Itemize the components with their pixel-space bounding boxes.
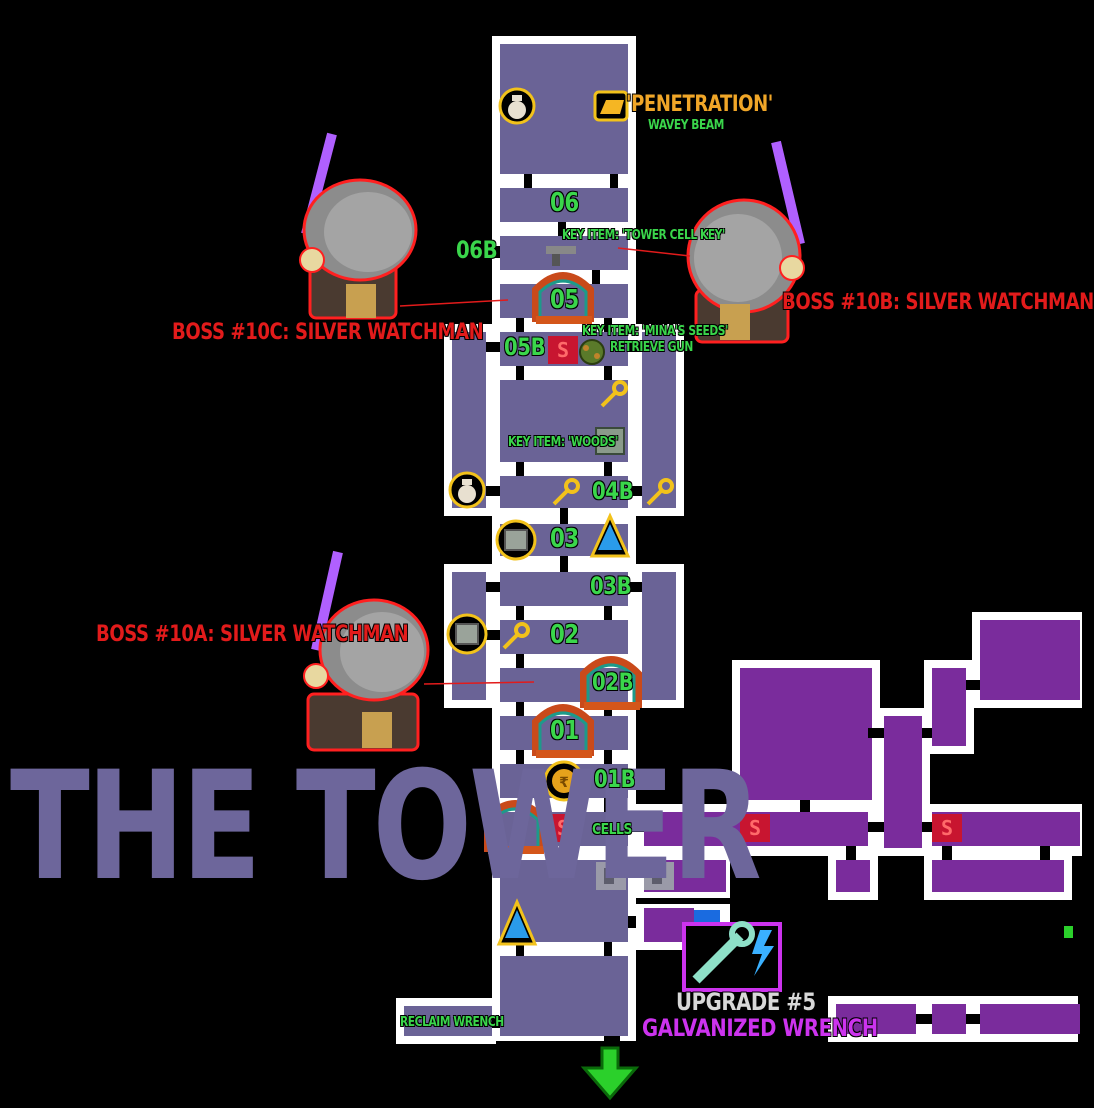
exit-marker-icon [1064,926,1073,938]
silver-watchman-icon[interactable] [303,550,430,752]
pot-icon[interactable] [448,471,486,509]
save-point-icon[interactable]: S [740,814,770,842]
reclaim-wrench-label: RECLAIM WRENCH [400,1015,504,1030]
room-label-cells: CELLS [592,820,632,838]
retrieve-gun-label: RETRIEVE GUN [610,340,693,355]
boss-10b-label: BOSS #10B: SILVER WATCHMAN [782,290,1094,315]
room-label-02b: 02B [592,668,634,696]
key-icon[interactable] [552,478,580,506]
seeds-icon[interactable] [579,339,605,365]
key-icon[interactable] [646,478,674,506]
crate-icon[interactable] [446,613,488,655]
map-title: THE TOWER [10,740,762,914]
key-item-tower-cell-key-label: KEY ITEM: 'TOWER CELL KEY' [562,228,725,243]
save-point-icon[interactable]: S [548,336,578,364]
room-label-01b: 01B [594,765,636,793]
boss-10c-label: BOSS #10C: SILVER WATCHMAN [172,320,484,345]
save-point-icon[interactable]: S [548,814,578,842]
door-arch-icon [532,272,594,324]
svg-text:S: S [941,816,953,840]
wrench-icon[interactable] [682,921,782,992]
room-label-03b: 03B [590,572,632,600]
room-label-05b: 05B [504,333,546,361]
silver-watchman-icon[interactable] [299,132,418,320]
room-label-05: 05 [550,285,579,315]
door-arch-icon [580,656,642,710]
item-penetration-sublabel: WAVEY BEAM [648,118,724,133]
room-label-04b: 04B [592,477,634,505]
gold-bar-icon[interactable] [593,90,629,122]
room-label-06b: 06B [456,236,498,264]
key-icon[interactable] [600,380,628,408]
item-penetration-label: 'PENETRATION' [626,92,773,117]
upgrade-number-label: UPGRADE #5 [676,988,816,1016]
boss-leader-lines [399,247,691,685]
silver-watchman-icon[interactable] [686,140,805,344]
potion-icon[interactable] [496,898,538,946]
crate-icon[interactable] [495,519,537,561]
svg-text:S: S [557,338,569,362]
room-label-01: 01 [550,716,579,746]
door-arch-icon [532,704,594,758]
dungeon-connectors [628,680,1050,1024]
cell-door-icon [596,862,674,890]
coin-icon[interactable]: ₹ [543,760,585,802]
room-label-06: 06 [550,188,579,218]
svg-text:₹: ₹ [559,775,569,791]
potion-icon[interactable] [589,512,631,558]
boss-10a-label: BOSS #10A: SILVER WATCHMAN [96,622,409,647]
svg-text:S: S [557,816,569,840]
door-arch-icon [484,800,546,854]
woods-icon[interactable] [595,427,625,455]
save-point-icon[interactable]: S [932,814,962,842]
dungeon-rooms [644,620,1080,1034]
svg-text:S: S [749,816,761,840]
key-icon[interactable] [502,622,530,650]
pot-icon[interactable] [498,87,536,125]
room-label-02: 02 [550,620,579,650]
key-item-woods-label: KEY ITEM: 'WOODS' [508,435,619,450]
key-item-minas-seeds-label: KEY ITEM: 'MINA'S SEEDS' [582,324,728,339]
room-label-03: 03 [550,524,579,554]
gun-icon[interactable] [546,246,576,266]
upgrade-name-label: GALVANIZED WRENCH [642,1014,878,1042]
exit-arrow-icon[interactable] [580,1046,640,1101]
